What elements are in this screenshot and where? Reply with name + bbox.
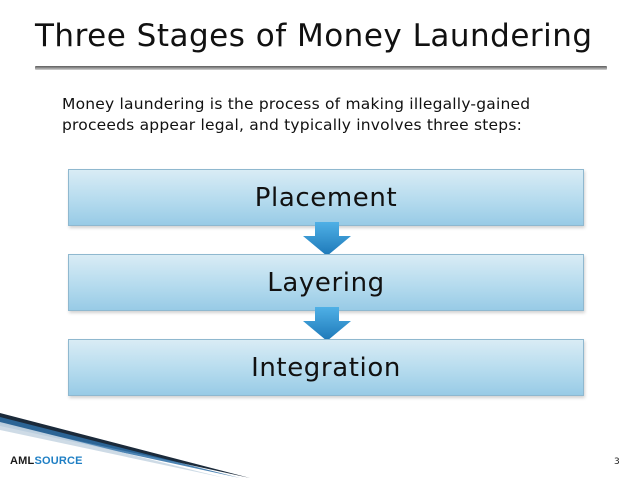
- down-arrow-icon: [303, 222, 351, 256]
- intro-paragraph: Money laundering is the process of makin…: [62, 94, 602, 136]
- page-number: 3: [614, 457, 620, 467]
- title-underline: [35, 66, 607, 70]
- decorative-swoosh: [0, 413, 250, 478]
- slide-title: Three Stages of Money Laundering: [35, 18, 593, 54]
- stage-placement-box: Placement: [68, 169, 584, 226]
- down-arrow-icon: [303, 307, 351, 341]
- stage-integration-box: Integration: [68, 339, 584, 396]
- intro-line-1: Money laundering is the process of makin…: [62, 95, 531, 113]
- brand-prefix: AML: [10, 455, 35, 467]
- brand-suffix: SOURCE: [34, 455, 83, 467]
- stage-layering-box: Layering: [68, 254, 584, 311]
- intro-line-2: proceeds appear legal, and typically inv…: [62, 116, 523, 134]
- brand-logo: AMLSOURCE: [10, 455, 83, 467]
